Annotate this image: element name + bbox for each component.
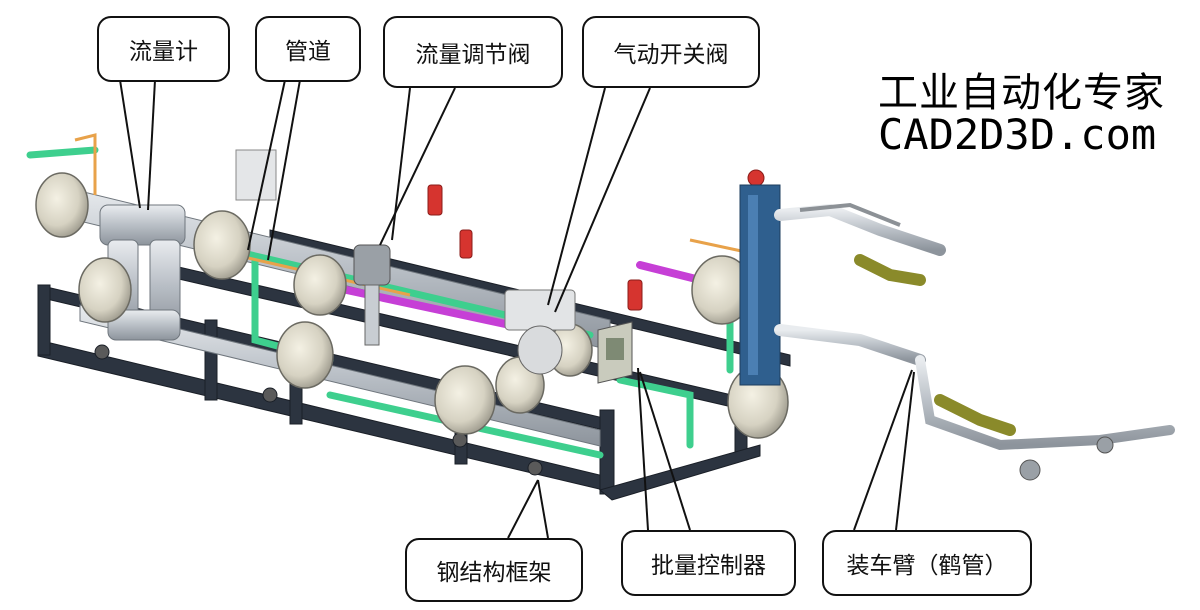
label-steel-frame: 钢结构框架 xyxy=(405,538,583,602)
brand-url: CAD2D3D.com xyxy=(878,110,1157,159)
red-valves xyxy=(427,169,765,311)
label-pneumatic-valve: 气动开关阀 xyxy=(582,16,760,88)
valves xyxy=(235,149,576,375)
label-pipe: 管道 xyxy=(255,16,361,82)
label-batch-controller: 批量控制器 xyxy=(621,530,796,596)
loading-arms xyxy=(774,202,1175,481)
batch-controller-panel xyxy=(597,321,633,384)
label-flowmeter: 流量计 xyxy=(97,16,230,82)
label-loading-arm: 装车臂（鹤管） xyxy=(822,530,1032,596)
brand-title: 工业自动化专家 xyxy=(878,70,1165,116)
label-flow-control-valve: 流量调节阀 xyxy=(383,16,563,88)
callout-lines xyxy=(119,79,915,539)
blue-manifold xyxy=(739,184,781,386)
